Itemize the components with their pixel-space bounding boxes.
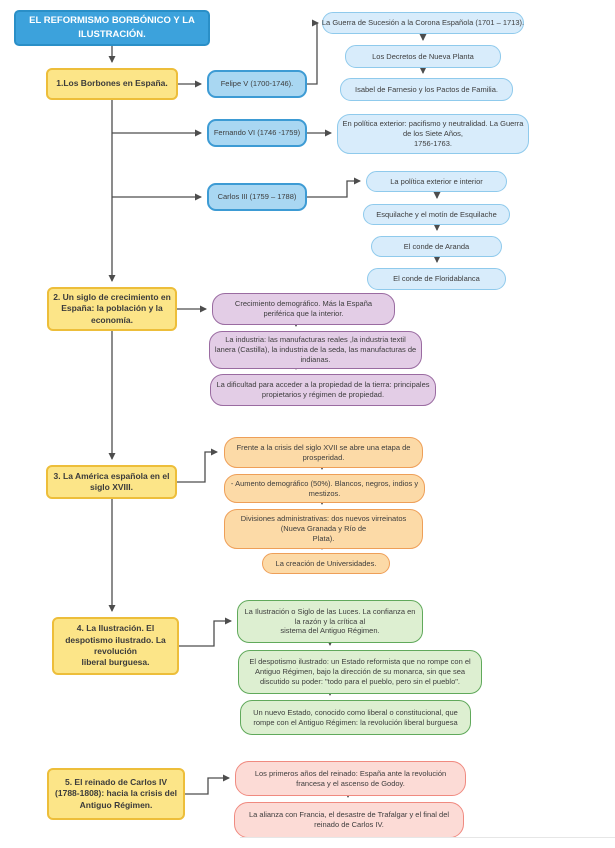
detail-divisiones-administrativas: Divisiones administrativas: dos nuevos v… bbox=[224, 509, 423, 549]
diagram-title: EL REFORMISMO BORBÓNICO Y LA ILUSTRACIÓN… bbox=[14, 10, 210, 46]
detail-alianza-francia-trafalgar: La alianza con Francia, el desastre de T… bbox=[234, 802, 464, 838]
detail-fernando-politica-exterior: En política exterior: pacifismo y neutra… bbox=[337, 114, 529, 154]
edge-section4-ilustracion bbox=[179, 617, 232, 647]
detail-propiedad-tierra: La dificultad para acceder a la propieda… bbox=[210, 374, 436, 406]
detail-crecimiento-demografico: Crecimiento demográfico. Más la España p… bbox=[212, 293, 395, 325]
section-4-box: 4. La Ilustración. El despotismo ilustra… bbox=[52, 617, 179, 675]
edge-section3-prosperidad bbox=[177, 448, 218, 483]
detail-politica-exterior-interior: La política exterior e interior bbox=[366, 171, 507, 192]
detail-motin-esquilache: Esquilache y el motín de Esquilache bbox=[363, 204, 510, 225]
section-5-box: 5. El reinado de Carlos IV (1788-1808): … bbox=[47, 768, 185, 820]
detail-conde-floridablanca: El conde de Floridablanca bbox=[367, 268, 506, 290]
edge-section5-primeros bbox=[185, 774, 230, 795]
detail-primeros-anos-reinado: Los primeros años del reinado: España an… bbox=[235, 761, 466, 796]
detail-nuevo-estado-liberal: Un nuevo Estado, conocido como liberal o… bbox=[240, 700, 471, 735]
detail-creacion-universidades: La creación de Universidades. bbox=[262, 553, 390, 574]
detail-despotismo-ilustrado: El despotismo ilustrado: un Estado refor… bbox=[238, 650, 482, 694]
king-fernando-vi: Fernando VI (1746 -1759) bbox=[207, 119, 307, 147]
detail-decretos-nueva-planta: Los Decretos de Nueva Planta bbox=[345, 45, 501, 68]
detail-etapa-prosperidad: Frente a la crisis del siglo XVII se abr… bbox=[224, 437, 423, 468]
detail-isabel-farnesio: Isabel de Farnesio y los Pactos de Famil… bbox=[340, 78, 513, 101]
edge-felipe-guerra bbox=[307, 19, 319, 85]
section-3-box: 3. La América española en el siglo XVIII… bbox=[46, 465, 177, 499]
detail-conde-aranda: El conde de Aranda bbox=[371, 236, 502, 257]
section-2-box: 2. Un siglo de crecimiento en España: la… bbox=[47, 287, 177, 331]
edge-carlos-politica bbox=[307, 177, 361, 198]
detail-guerra-sucesion: La Guerra de Sucesión a la Corona Españo… bbox=[322, 12, 524, 34]
detail-industria: La industria: las manufacturas reales ,l… bbox=[209, 331, 422, 369]
king-carlos-iii: Carlos III (1759 – 1788) bbox=[207, 183, 307, 211]
detail-ilustracion-siglo-luces: La Ilustración o Siglo de las Luces. La … bbox=[237, 600, 423, 643]
connector-lines bbox=[108, 19, 441, 798]
king-felipe-v: Felipe V (1700-1746). bbox=[207, 70, 307, 98]
canvas-edge-line bbox=[240, 837, 615, 838]
section-1-box: 1.Los Borbones en España. bbox=[46, 68, 178, 100]
detail-aumento-demografico: - Aumento demográfico (50%). Blancos, ne… bbox=[224, 474, 425, 503]
